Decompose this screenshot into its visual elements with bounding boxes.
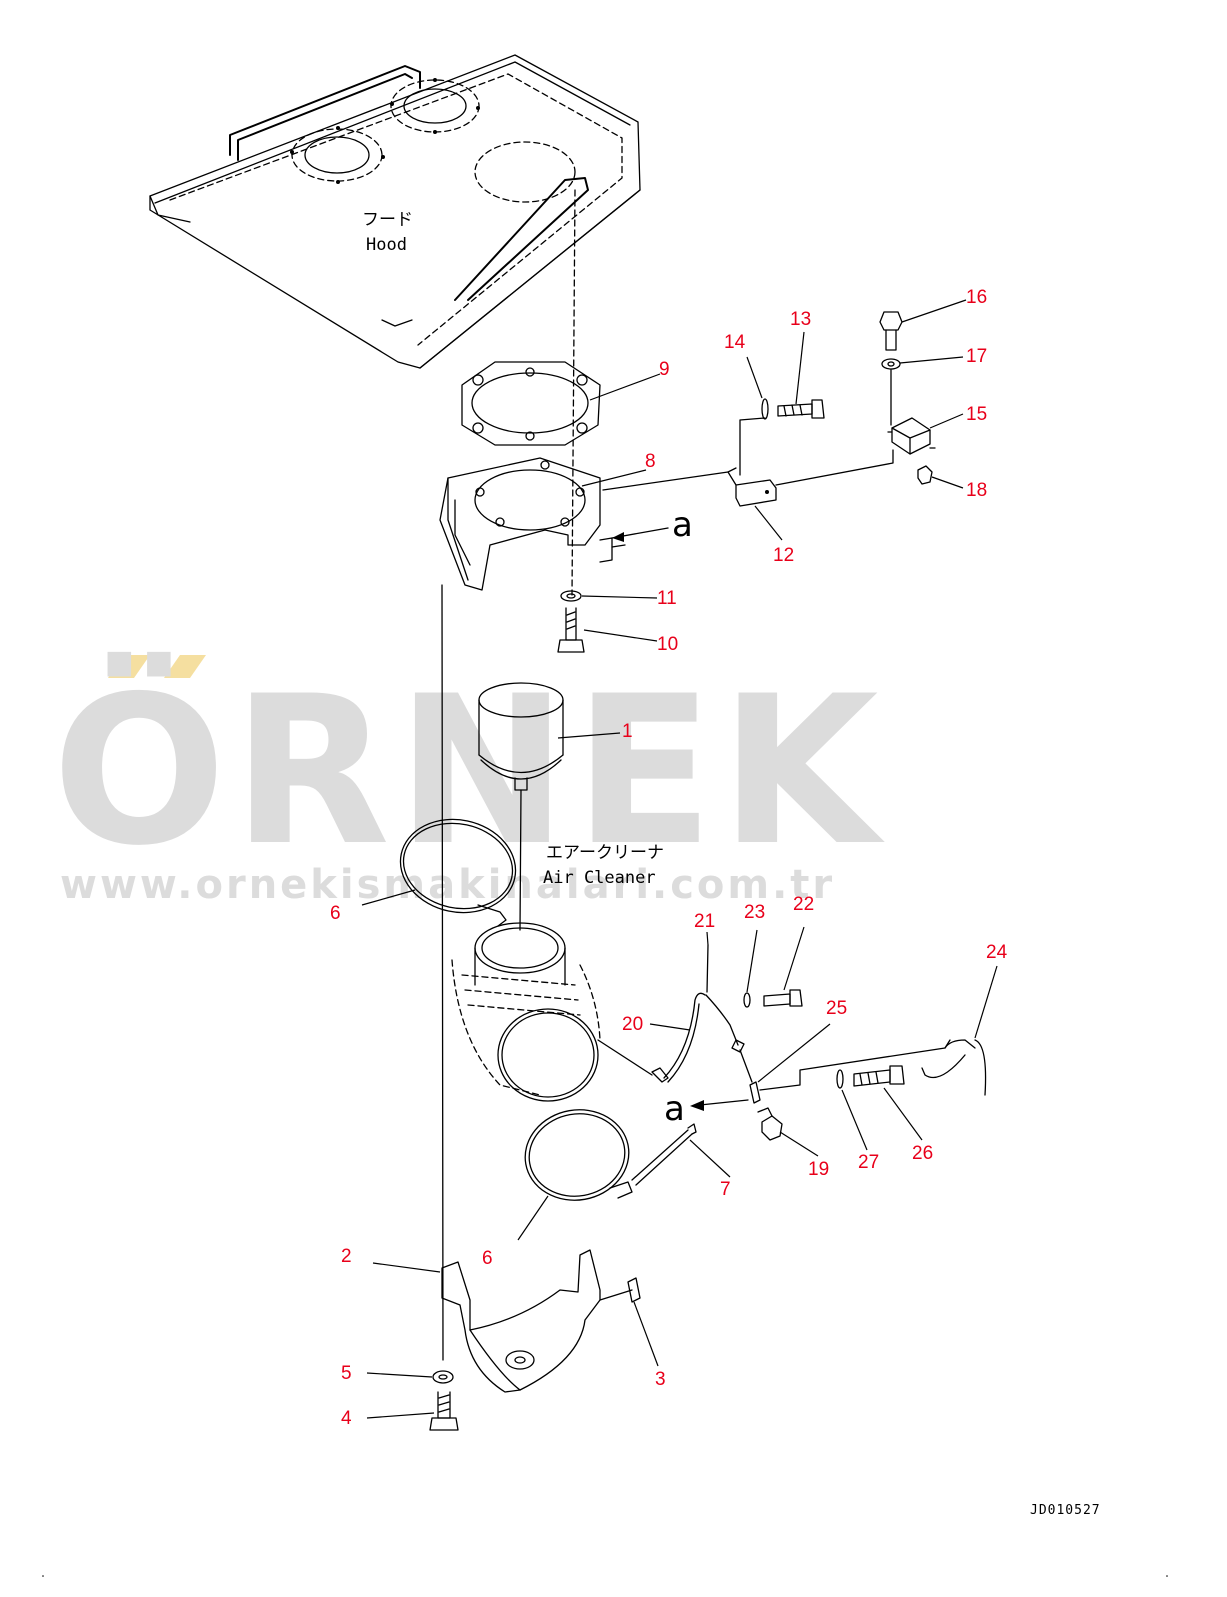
cap-1 bbox=[478, 682, 564, 791]
callout-11: 11 bbox=[657, 588, 677, 609]
watermark-accent-left bbox=[108, 655, 150, 678]
leader-lines bbox=[361, 299, 998, 1419]
callout-1: 1 bbox=[622, 721, 633, 742]
bracket-2 bbox=[441, 1249, 633, 1393]
callout-6-lower: 6 bbox=[482, 1248, 493, 1269]
bracket-12 bbox=[727, 467, 777, 507]
callout-5: 5 bbox=[341, 1363, 352, 1384]
callout-25: 25 bbox=[826, 998, 847, 1019]
watermark: ÖRNEK www.ornekismakinalari.com.tr bbox=[52, 652, 886, 908]
callout-3: 3 bbox=[655, 1369, 666, 1390]
wire-top bbox=[602, 369, 894, 491]
band-6-lower bbox=[524, 1109, 633, 1201]
bolt-26 bbox=[853, 1065, 905, 1087]
callout-12: 12 bbox=[773, 545, 794, 566]
callout-9: 9 bbox=[659, 359, 670, 380]
callout-22: 22 bbox=[793, 894, 814, 915]
watermark-accent-right bbox=[164, 655, 206, 678]
reference-a-bottom: a bbox=[664, 1089, 685, 1129]
bracket-8 bbox=[439, 457, 626, 591]
clip-3 bbox=[627, 1277, 641, 1303]
callout-8: 8 bbox=[645, 451, 656, 472]
callout-16: 16 bbox=[966, 287, 987, 308]
callout-21: 21 bbox=[694, 911, 715, 932]
callout-24: 24 bbox=[986, 942, 1008, 963]
callout-4: 4 bbox=[341, 1408, 352, 1429]
strap-7 bbox=[631, 1123, 697, 1186]
callout-18: 18 bbox=[966, 480, 987, 501]
callout-17: 17 bbox=[966, 346, 987, 367]
washer-23 bbox=[743, 992, 751, 1008]
callout-7: 7 bbox=[720, 1179, 731, 1200]
hood: フード Hood bbox=[149, 54, 641, 369]
washer-27 bbox=[836, 1069, 844, 1089]
bolt-4 bbox=[429, 1391, 459, 1431]
watermark-brand: ÖRNEK bbox=[52, 652, 886, 891]
axis-line-center bbox=[519, 789, 522, 931]
drawing-code: JD010527 bbox=[1030, 1503, 1101, 1518]
callout-2: 2 bbox=[341, 1246, 352, 1267]
relay-15 bbox=[887, 417, 936, 455]
callout-14: 14 bbox=[724, 332, 746, 353]
callout-27: 27 bbox=[858, 1152, 879, 1173]
hood-label-en: Hood bbox=[366, 235, 407, 255]
axis-line-left bbox=[441, 584, 444, 1361]
bolt-16 bbox=[879, 311, 903, 351]
fitting-19 bbox=[757, 1107, 783, 1141]
axis-line-hood bbox=[571, 189, 576, 596]
hood-label-jp: フード bbox=[362, 210, 413, 230]
nut-18 bbox=[917, 465, 933, 485]
callout-10: 10 bbox=[657, 634, 678, 655]
washer-5 bbox=[432, 1370, 454, 1384]
air-cleaner-label-jp: エアークリーナ bbox=[546, 843, 664, 863]
air-cleaner-label-en: Air Cleaner bbox=[543, 868, 656, 888]
gasket-9 bbox=[461, 361, 601, 446]
band-6-upper bbox=[399, 818, 517, 927]
bolt-10 bbox=[557, 607, 585, 653]
callouts: 1 2 3 4 5 6 6 7 8 9 10 11 12 13 14 15 16… bbox=[330, 287, 1008, 1429]
washer-17 bbox=[881, 358, 901, 370]
callout-26: 26 bbox=[912, 1143, 933, 1164]
watermark-url: www.ornekismakinalari.com.tr bbox=[60, 862, 835, 908]
air-cleaner-body bbox=[451, 922, 653, 1102]
callout-6-upper: 6 bbox=[330, 903, 341, 924]
callout-19: 19 bbox=[808, 1159, 829, 1180]
bolt-22 bbox=[763, 989, 803, 1007]
callout-13: 13 bbox=[790, 309, 811, 330]
washer-11 bbox=[560, 590, 582, 602]
reference-a-top: a bbox=[672, 505, 693, 545]
bolt-13 bbox=[777, 399, 825, 419]
sensor-harness bbox=[651, 944, 987, 1104]
reference-a-bottom-arrow bbox=[699, 1099, 749, 1106]
callout-23: 23 bbox=[744, 902, 765, 923]
callout-20: 20 bbox=[622, 1014, 643, 1035]
callout-15: 15 bbox=[966, 404, 987, 425]
washer-14 bbox=[761, 398, 769, 420]
